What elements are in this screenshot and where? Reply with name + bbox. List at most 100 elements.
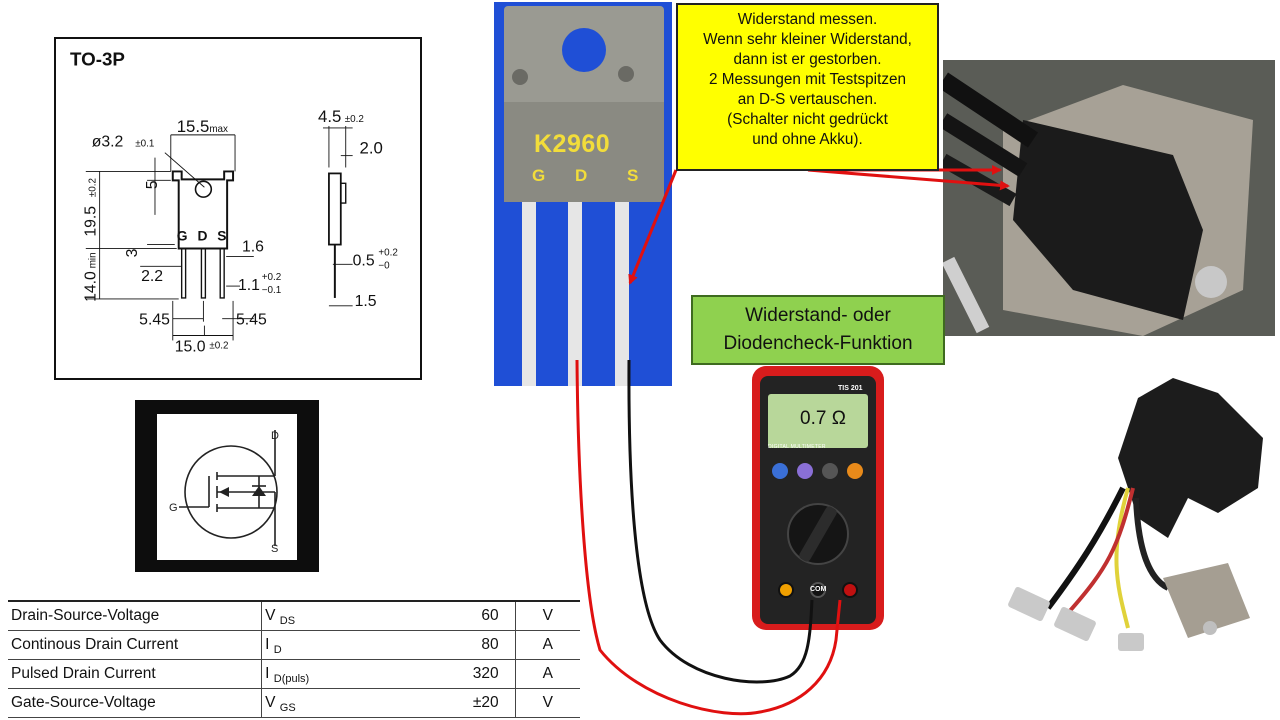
spec-param: Drain-Source-Voltage [8, 600, 262, 631]
transistor-lead-s [615, 202, 629, 386]
function-label-line-1: Widerstand- oder [745, 305, 891, 326]
dim-width-max: 15.5 [177, 117, 210, 136]
spec-sym: I [265, 636, 270, 653]
dim-lead-len-sub: min [88, 252, 99, 268]
note-line-5: an D-S vertauschen. [737, 91, 878, 108]
trigger-terminal-2 [1054, 606, 1096, 642]
symbol-drain-label: D [271, 430, 279, 442]
transistor-photo: K2960 G D S [494, 2, 672, 386]
side-view-body [328, 172, 342, 246]
mosfet-symbol-svg: D G S [157, 414, 297, 560]
dim-1-1: 1.1 [238, 277, 260, 294]
dim-1-6: 1.6 [242, 238, 264, 255]
dim-0-5-tol-bot: −0 [378, 260, 390, 271]
transistor-pin-s: S [627, 166, 639, 185]
trigger-terminal-3 [1118, 633, 1144, 651]
spec-param: Gate-Source-Voltage [8, 688, 262, 718]
dim-tab: 2.0 [360, 139, 383, 158]
spec-sym: I [265, 665, 270, 682]
spec-sym: V [265, 607, 276, 624]
dim-base-tol: ±0.2 [209, 340, 228, 351]
dim-1-5: 1.5 [355, 293, 377, 310]
spec-param: Continous Drain Current [8, 630, 262, 660]
switch-cable-2 [943, 113, 1028, 177]
lead-d [200, 247, 207, 299]
transistor-hole [562, 28, 606, 72]
to3p-package-drawing: TO-3P G D S ø3.2 [54, 37, 422, 380]
meter-btn-hold [797, 463, 813, 479]
dim-base: 15.0 [175, 338, 206, 355]
spec-value: 80 [407, 630, 516, 660]
dim-1-1-tol-top: +0.2 [262, 272, 281, 283]
instruction-note: Widerstand messen. Wenn sehr kleiner Wid… [676, 3, 939, 171]
meter-jack-v [842, 582, 858, 598]
transistor-dimple-left [512, 69, 528, 85]
dimension-labels: ø3.2 ±0.1 15.5 max 4.5 ±0.2 2.0 5 19.5 ±… [83, 107, 398, 355]
spec-table: Drain-Source-Voltage V DS 60 V Continous… [8, 600, 580, 718]
dim-2-2: 2.2 [141, 268, 163, 285]
switch-cable-1 [943, 72, 1038, 148]
dim-1-1-tol-bot: −0.1 [262, 285, 282, 296]
table-row: Drain-Source-Voltage V DS 60 V [8, 600, 580, 631]
spec-symbol: I D [261, 630, 408, 660]
switch-screw [1195, 266, 1227, 298]
dim-height: 19.5 [83, 206, 100, 237]
dim-height-tol: ±0.2 [88, 178, 99, 197]
spec-sub: D(puls) [273, 673, 310, 685]
trigger-terminal-1 [1008, 586, 1050, 622]
transistor-code: K2960 [534, 130, 611, 158]
dim-lead-len: 14.0 [83, 271, 100, 302]
spec-unit: V [514, 688, 580, 718]
package-body [171, 170, 235, 250]
side-view-tab [340, 182, 347, 204]
symbol-background [157, 414, 297, 560]
dim-hole-tol: ±0.1 [135, 139, 155, 150]
mosfet-symbol-panel: D G S [135, 400, 319, 572]
trigger-housing [1118, 378, 1263, 538]
note-line-6: (Schalter nicht gedrückt [727, 111, 888, 128]
switch-terminal [943, 256, 990, 334]
spec-sub: DS [279, 615, 296, 627]
pin-label-s: S [217, 228, 226, 244]
spec-value: ±20 [407, 688, 516, 718]
spec-sub: D [273, 644, 282, 656]
spec-value: 320 [407, 659, 516, 689]
switch-black-housing [1013, 120, 1203, 320]
package-title: TO-3P [70, 49, 125, 70]
symbol-arrow [219, 487, 229, 497]
spec-symbol: I D(puls) [261, 659, 408, 689]
function-label-line-2: Diodencheck-Funktion [723, 333, 913, 354]
spec-unit: A [514, 659, 580, 689]
dim-0-5: 0.5 [353, 252, 375, 269]
dim-thickness: 4.5 [318, 107, 341, 126]
lead-g [180, 247, 187, 299]
meter-btn-range [822, 463, 838, 479]
dim-width-max-sub: max [209, 124, 228, 135]
spec-sub: GS [279, 702, 296, 714]
dim-hole: ø3.2 [92, 134, 124, 151]
meter-reading: 0.7 Ω [800, 408, 846, 429]
note-line-7: und ohne Akku). [752, 131, 863, 148]
transistor-lead-g [522, 202, 536, 386]
meter-brand: TIS 201 [838, 385, 863, 392]
symbol-strokes [179, 430, 276, 546]
symbol-circle [184, 445, 278, 539]
symbol-source-label: S [271, 543, 278, 555]
transistor-pin-g: G [532, 166, 546, 185]
note-line-4: 2 Messungen mit Testspitzen [709, 71, 906, 88]
note-line-3: dann ist er gestorben. [733, 51, 882, 68]
table-row: Continous Drain Current I D 80 A [8, 630, 580, 660]
dimension-lines [85, 125, 353, 341]
spec-sym: V [265, 694, 276, 711]
dim-0-5-tol-top: +0.2 [378, 247, 398, 258]
trigger-switch-photo [988, 338, 1280, 720]
meter-com-label: COM [810, 586, 827, 593]
table-row: Pulsed Drain Current I D(puls) 320 A [8, 659, 580, 689]
note-line-2: Wenn sehr kleiner Widerstand, [703, 31, 912, 48]
trigger-screw [1203, 621, 1217, 635]
dim-top: 5 [144, 180, 161, 189]
transistor-dimple-right [618, 66, 634, 82]
note-line-1: Widerstand messen. [737, 11, 878, 28]
trigger-metal-plate [1163, 563, 1250, 638]
transistor-pin-d: D [575, 166, 588, 185]
